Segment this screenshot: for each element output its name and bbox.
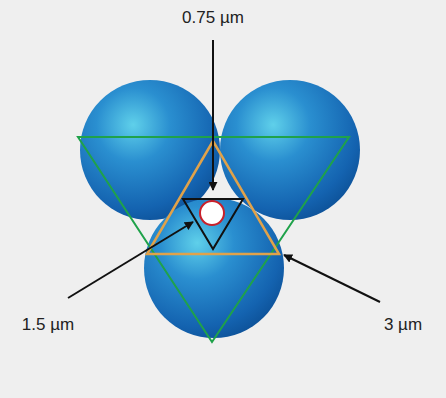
leader-arrow: [68, 222, 193, 298]
leader-arrow: [284, 255, 380, 302]
small-triangle: [183, 199, 243, 249]
leader-arrow: [212, 40, 214, 190]
dimension-label: 0.75 µm: [182, 8, 244, 28]
small-particle: [200, 201, 224, 225]
dimension-label: 1.5 µm: [22, 315, 74, 335]
sphere: [144, 198, 284, 338]
dimension-label: 3 µm: [384, 315, 422, 335]
